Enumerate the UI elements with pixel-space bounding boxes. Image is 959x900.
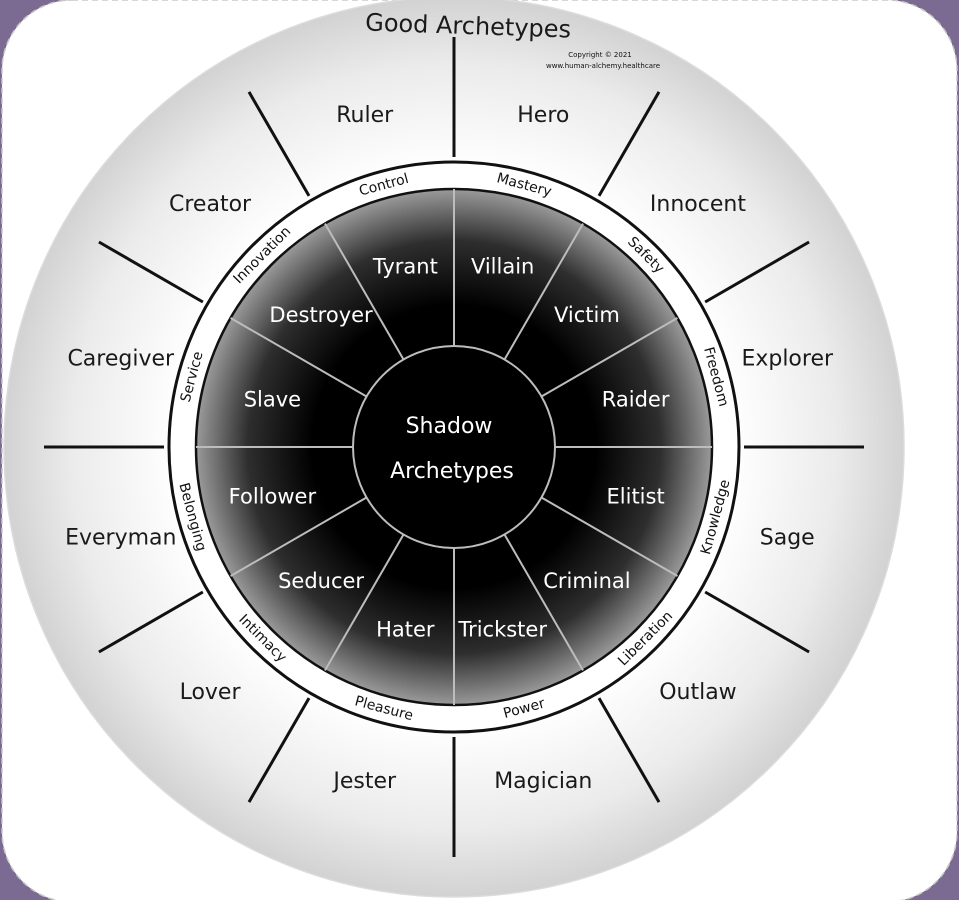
inner-divider-line bbox=[324, 533, 405, 671]
shadow-archetype-elitist: Elitist bbox=[607, 485, 665, 509]
inner-divider-line bbox=[230, 496, 368, 577]
shadow-archetype-labels: VillainVictimRaiderElitistCriminalTricks… bbox=[229, 254, 670, 641]
good-archetype-sage: Sage bbox=[760, 525, 815, 550]
shadow-archetype-slave: Slave bbox=[244, 387, 301, 411]
outer-divider-line bbox=[704, 240, 810, 304]
outer-divider-line bbox=[597, 697, 661, 803]
website: www.human-alchemy.healthcare bbox=[546, 62, 660, 70]
shadow-archetype-destroyer: Destroyer bbox=[269, 303, 373, 327]
inner-divider-line bbox=[324, 223, 405, 361]
good-archetype-hero: Hero bbox=[517, 103, 569, 128]
center-circle bbox=[352, 345, 556, 549]
good-archetype-everyman: Everyman bbox=[65, 525, 176, 550]
shadow-archetype-seducer: Seducer bbox=[278, 569, 364, 593]
good-archetype-caregiver: Caregiver bbox=[67, 347, 175, 372]
inner-divider-line bbox=[540, 496, 678, 577]
inner-divider-line bbox=[503, 533, 584, 671]
outer-divider-line bbox=[98, 590, 204, 654]
outer-divider-line bbox=[597, 91, 661, 197]
shadow-archetype-tyrant: Tyrant bbox=[372, 254, 438, 278]
good-archetype-magician: Magician bbox=[494, 769, 592, 794]
shadow-archetype-villain: Villain bbox=[471, 254, 534, 278]
outer-dividers bbox=[44, 37, 864, 857]
shadow-archetype-criminal: Criminal bbox=[543, 569, 630, 593]
good-archetype-creator: Creator bbox=[169, 192, 252, 217]
shadow-archetype-follower: Follower bbox=[229, 485, 317, 509]
good-archetype-outlaw: Outlaw bbox=[659, 680, 736, 705]
inner-dividers bbox=[196, 189, 712, 705]
copyright: Copyright © 2021 bbox=[568, 51, 631, 59]
outer-divider-line bbox=[247, 697, 311, 803]
shadow-archetype-hater: Hater bbox=[376, 618, 435, 642]
inner-divider-line bbox=[540, 317, 678, 398]
outer-divider-line bbox=[98, 240, 204, 304]
shadow-archetype-trickster: Trickster bbox=[457, 618, 547, 642]
good-archetype-explorer: Explorer bbox=[741, 347, 834, 372]
good-archetype-innocent: Innocent bbox=[650, 192, 746, 217]
shadow-archetype-raider: Raider bbox=[602, 387, 670, 411]
inner-divider-line bbox=[230, 317, 368, 398]
center-line-2: Archetypes bbox=[390, 459, 514, 484]
good-archetype-jester: Jester bbox=[331, 769, 397, 794]
outer-divider-line bbox=[247, 91, 311, 197]
outer-divider-line bbox=[704, 590, 810, 654]
good-archetype-lover: Lover bbox=[180, 680, 242, 705]
inner-divider-line bbox=[503, 223, 584, 361]
center-line-1: Shadow bbox=[406, 414, 493, 439]
good-archetype-ruler: Ruler bbox=[336, 103, 394, 128]
shadow-archetype-victim: Victim bbox=[554, 303, 620, 327]
